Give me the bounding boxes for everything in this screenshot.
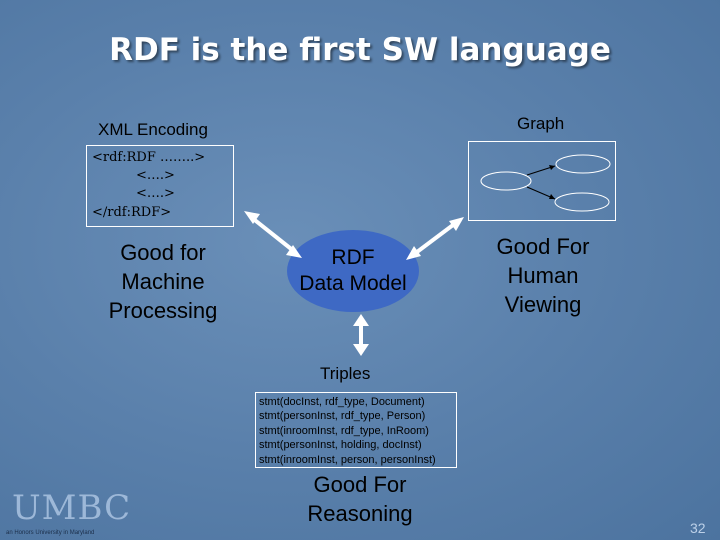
xml-line: <rdf:RDF ……..> <box>92 150 206 165</box>
good-for-human-text: Good For Human Viewing <box>468 232 618 319</box>
triples-label: Triples <box>320 364 371 383</box>
arrowhead <box>353 314 369 326</box>
xml-line: <….> <box>136 186 175 201</box>
text-line: Good For <box>496 234 590 259</box>
graph-edge-arrowhead <box>549 165 555 170</box>
node-label-line: Data Model <box>299 272 407 295</box>
text-line: Good For <box>313 472 407 497</box>
graph-node <box>480 171 532 191</box>
node-label-line: RDF <box>331 246 375 269</box>
arrowhead <box>353 344 369 356</box>
xml-encoding-box: <rdf:RDF ……..> <….> <….> </rdf:RDF> <box>86 145 234 227</box>
rdf-data-model-node: RDF Data Model <box>287 230 419 312</box>
slide-title: RDF is the first SW language <box>109 32 611 68</box>
graph-node <box>555 154 611 174</box>
double-arrow-left <box>249 215 297 254</box>
xml-line: <….> <box>136 168 175 183</box>
triple-line: stmt(docInst, rdf_type, Document) <box>259 396 425 408</box>
arrowhead <box>449 217 464 231</box>
xml-encoding-label: XML Encoding <box>98 120 208 139</box>
text-line: Viewing <box>504 292 582 317</box>
graph-label: Graph <box>517 114 565 133</box>
good-for-reasoning-text: Good For Reasoning <box>280 470 440 528</box>
umbc-logo: UMBC <box>12 488 132 528</box>
double-arrow-right <box>411 220 459 257</box>
graph-edge-arrowhead <box>549 194 555 199</box>
arrowhead <box>406 246 421 260</box>
good-for-machine-text: Good for Machine Processing <box>88 238 238 325</box>
text-line: Reasoning <box>307 501 413 526</box>
triples-box: stmt(docInst, rdf_type, Document) stmt(p… <box>255 392 457 468</box>
triple-line: stmt(personInst, rdf_type, Person) <box>259 410 426 423</box>
triple-line: stmt(inroomInst, person, personInst) <box>259 453 436 466</box>
arrowhead <box>286 245 302 258</box>
triple-line: stmt(inroomInst, rdf_type, InRoom) <box>259 424 429 437</box>
graph-box <box>468 141 616 221</box>
triple-line: stmt(personInst, holding, docInst) <box>259 439 422 452</box>
text-line: Machine <box>121 269 205 294</box>
page-number: 32 <box>690 520 706 536</box>
text-line: Good for <box>120 240 206 265</box>
text-line: Human <box>507 263 579 288</box>
graph-sketch <box>480 154 611 212</box>
arrowhead <box>244 211 260 224</box>
umbc-tagline: an Honors University in Maryland <box>6 530 95 536</box>
graph-node <box>554 192 610 212</box>
xml-line: </rdf:RDF> <box>92 205 172 220</box>
text-line: Processing <box>108 298 218 323</box>
